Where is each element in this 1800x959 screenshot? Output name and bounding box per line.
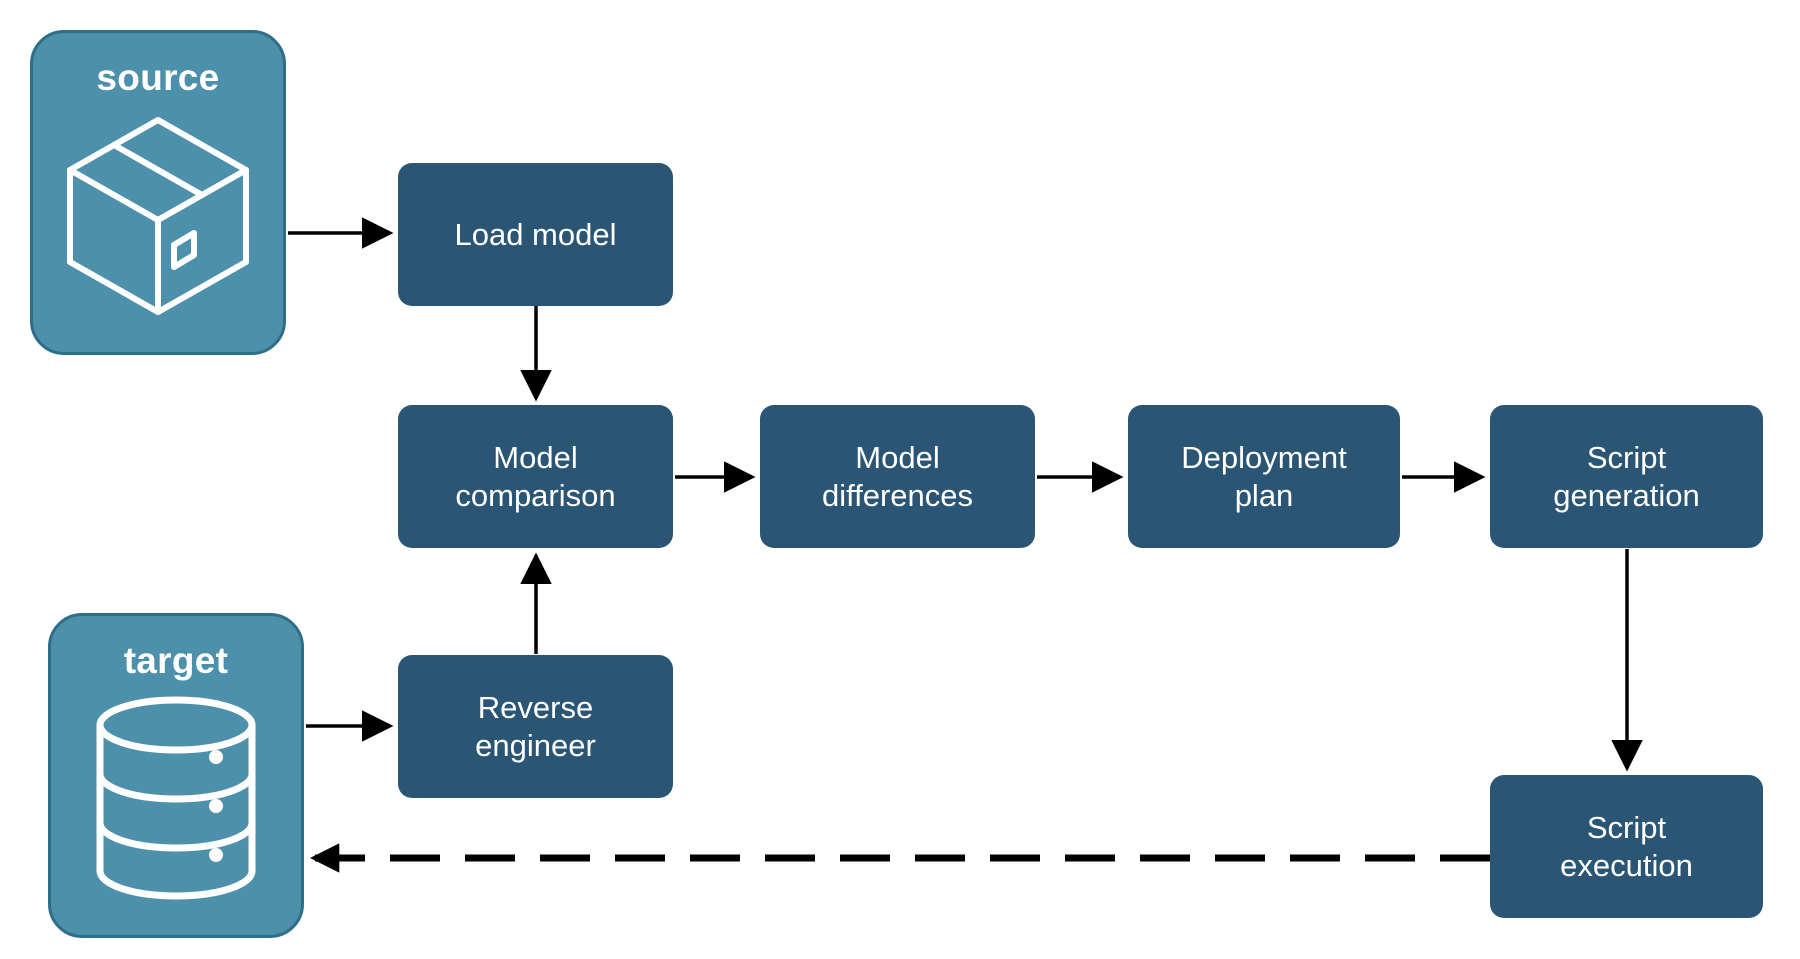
node-model-differences-line-2: differences <box>821 477 974 513</box>
node-model-comparison[interactable]: Model comparison <box>398 405 673 548</box>
node-reverse-engineer-line-2: engineer <box>475 727 596 763</box>
endpoint-source[interactable]: source <box>30 30 286 355</box>
database-cylinder-icon <box>96 696 256 900</box>
package-box-icon <box>67 117 249 315</box>
node-script-generation[interactable]: Script generation <box>1490 405 1763 548</box>
node-script-generation-line-1: Script <box>1586 439 1667 475</box>
endpoint-target-label: target <box>123 640 229 681</box>
node-script-execution[interactable]: Script execution <box>1490 775 1763 918</box>
endpoint-source-label: source <box>96 57 220 98</box>
node-model-comparison-line-2: comparison <box>455 477 616 513</box>
node-reverse-engineer-line-1: Reverse <box>477 689 594 725</box>
endpoint-target[interactable]: target <box>48 613 304 938</box>
node-deployment-plan[interactable]: Deployment plan <box>1128 405 1400 548</box>
node-model-comparison-line-1: Model <box>493 439 578 475</box>
node-script-execution-line-1: Script <box>1586 809 1667 845</box>
node-deployment-plan-line-1: Deployment <box>1181 439 1347 475</box>
node-script-generation-line-2: generation <box>1553 477 1700 513</box>
node-load-model[interactable]: Load model <box>398 163 673 306</box>
node-model-differences-line-1: Model <box>855 439 940 475</box>
node-script-execution-line-2: execution <box>1560 847 1693 883</box>
node-model-differences[interactable]: Model differences <box>760 405 1035 548</box>
node-load-model-line-1: Load model <box>454 216 617 252</box>
node-reverse-engineer[interactable]: Reverse engineer <box>398 655 673 798</box>
node-deployment-plan-line-2: plan <box>1234 477 1294 513</box>
